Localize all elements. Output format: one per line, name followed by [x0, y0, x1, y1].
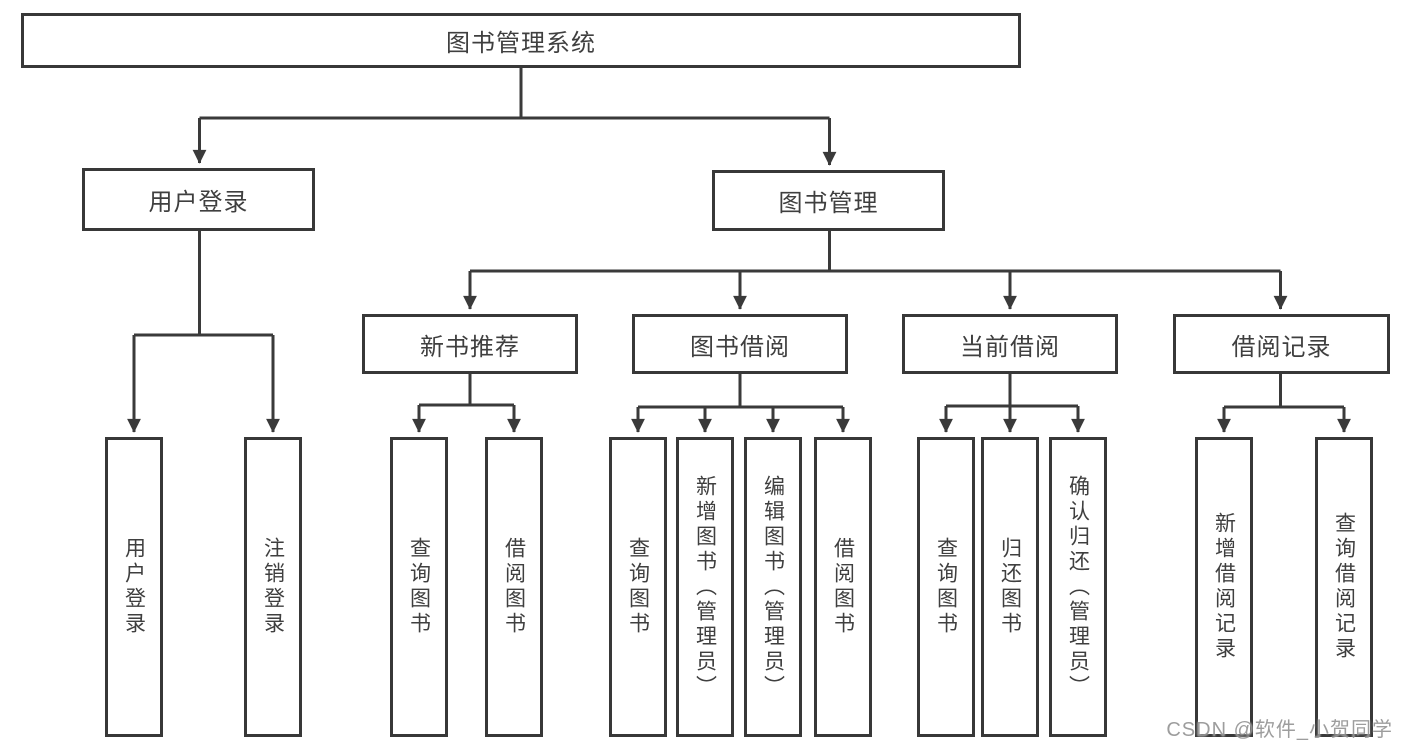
leaf-cb-confirm-return-admin: 确认归还（管理员） — [1049, 437, 1107, 737]
node-root-label: 图书管理系统 — [446, 30, 596, 57]
leaf-bb-borrow-book-label: 借阅图书 — [831, 537, 855, 637]
node-current-borrow-label: 当前借阅 — [960, 333, 1060, 361]
leaf-nbr-query-book-label: 查询图书 — [407, 537, 431, 637]
node-book-management: 图书管理 — [712, 170, 945, 231]
leaf-cb-query-book: 查询图书 — [917, 437, 975, 737]
node-user-login-branch-label: 用户登录 — [148, 189, 249, 216]
leaf-user-login: 用户登录 — [105, 437, 163, 737]
node-new-book-recommend-label: 新书推荐 — [420, 333, 520, 361]
leaf-cb-return-book: 归还图书 — [981, 437, 1039, 737]
node-borrow-records-label: 借阅记录 — [1231, 333, 1332, 361]
leaf-bb-add-book-admin-label: 新增图书（管理员） — [693, 474, 717, 700]
leaf-bb-query-book: 查询图书 — [609, 437, 667, 737]
node-root-library-system: 图书管理系统 — [21, 13, 1021, 68]
leaf-bb-query-book-label: 查询图书 — [626, 537, 650, 637]
leaf-bb-edit-book-admin: 编辑图书（管理员） — [744, 437, 802, 737]
node-book-borrow-label: 图书借阅 — [690, 333, 790, 361]
leaf-logout-label: 注销登录 — [261, 537, 285, 637]
leaf-cb-return-book-label: 归还图书 — [998, 537, 1022, 637]
leaf-bb-add-book-admin: 新增图书（管理员） — [676, 437, 734, 737]
leaf-br-add-record: 新增借阅记录 — [1195, 437, 1253, 737]
leaf-user-login-label: 用户登录 — [122, 537, 146, 637]
leaf-bb-edit-book-admin-label: 编辑图书（管理员） — [761, 474, 785, 700]
leaf-br-query-record: 查询借阅记录 — [1315, 437, 1373, 737]
leaf-br-add-record-label: 新增借阅记录 — [1212, 512, 1236, 662]
leaf-cb-query-book-label: 查询图书 — [934, 537, 958, 637]
leaf-nbr-borrow-book-label: 借阅图书 — [502, 537, 526, 637]
node-current-borrow: 当前借阅 — [902, 314, 1118, 374]
leaf-cb-confirm-return-admin-label: 确认归还（管理员） — [1066, 474, 1090, 700]
node-book-borrow: 图书借阅 — [632, 314, 848, 374]
leaf-nbr-borrow-book: 借阅图书 — [485, 437, 543, 737]
node-user-login-branch: 用户登录 — [82, 168, 315, 231]
node-new-book-recommend: 新书推荐 — [362, 314, 578, 374]
csdn-watermark: CSDN @软件_小贺同学 — [1166, 719, 1393, 741]
leaf-bb-borrow-book: 借阅图书 — [814, 437, 872, 737]
leaf-br-query-record-label: 查询借阅记录 — [1332, 512, 1356, 662]
node-book-management-label: 图书管理 — [778, 190, 879, 217]
leaf-logout: 注销登录 — [244, 437, 302, 737]
leaf-nbr-query-book: 查询图书 — [390, 437, 448, 737]
node-borrow-records: 借阅记录 — [1173, 314, 1390, 374]
